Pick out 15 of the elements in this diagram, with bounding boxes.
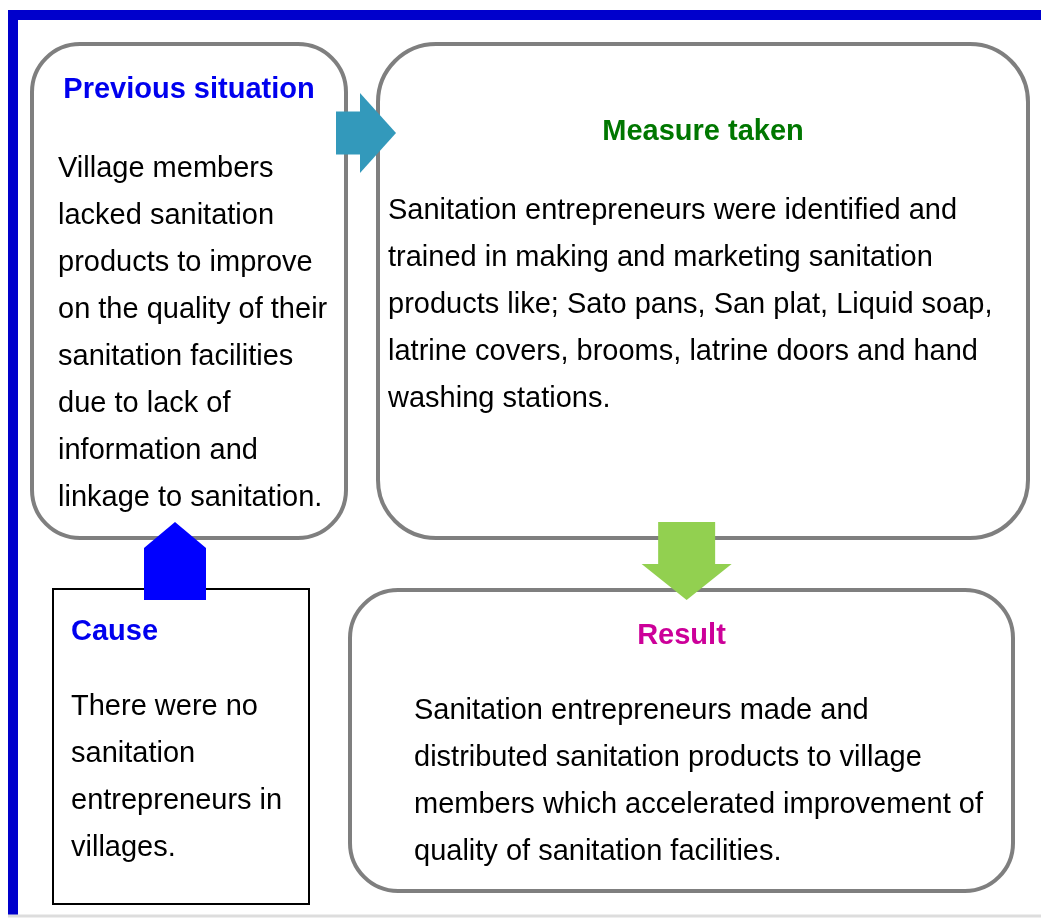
block-arrow (641, 522, 732, 600)
box-heading: Previous situation (62, 72, 316, 105)
box-heading: Result (636, 618, 727, 651)
block-arrow (144, 522, 206, 600)
box-description: Sanitation entrepreneurs made and distributed sanitation products to village members which accelerated improvement of quality of sanitation facilities. (414, 692, 984, 868)
box-description: Village members lacked sanitation products to improve on the quality of their sanitation facilities due to lack of information and linkage to sanitation. (58, 150, 329, 514)
box-description: There were no sanitation entrepreneurs in villages. (71, 688, 284, 864)
situation-box (30, 42, 348, 540)
measure-box (376, 42, 1030, 540)
box-heading: Cause (71, 614, 159, 647)
result-box (348, 588, 1015, 893)
box-heading: Measure taken (601, 114, 805, 147)
box-description: Sanitation entrepreneurs were identified and trained in making and marketing sanitation products like; Sato pans, San plat, Liquid soap, latrine covers, brooms, latrine doors and hand washing stations. (388, 192, 994, 415)
cause-box (52, 588, 310, 905)
block-arrow (336, 93, 396, 173)
